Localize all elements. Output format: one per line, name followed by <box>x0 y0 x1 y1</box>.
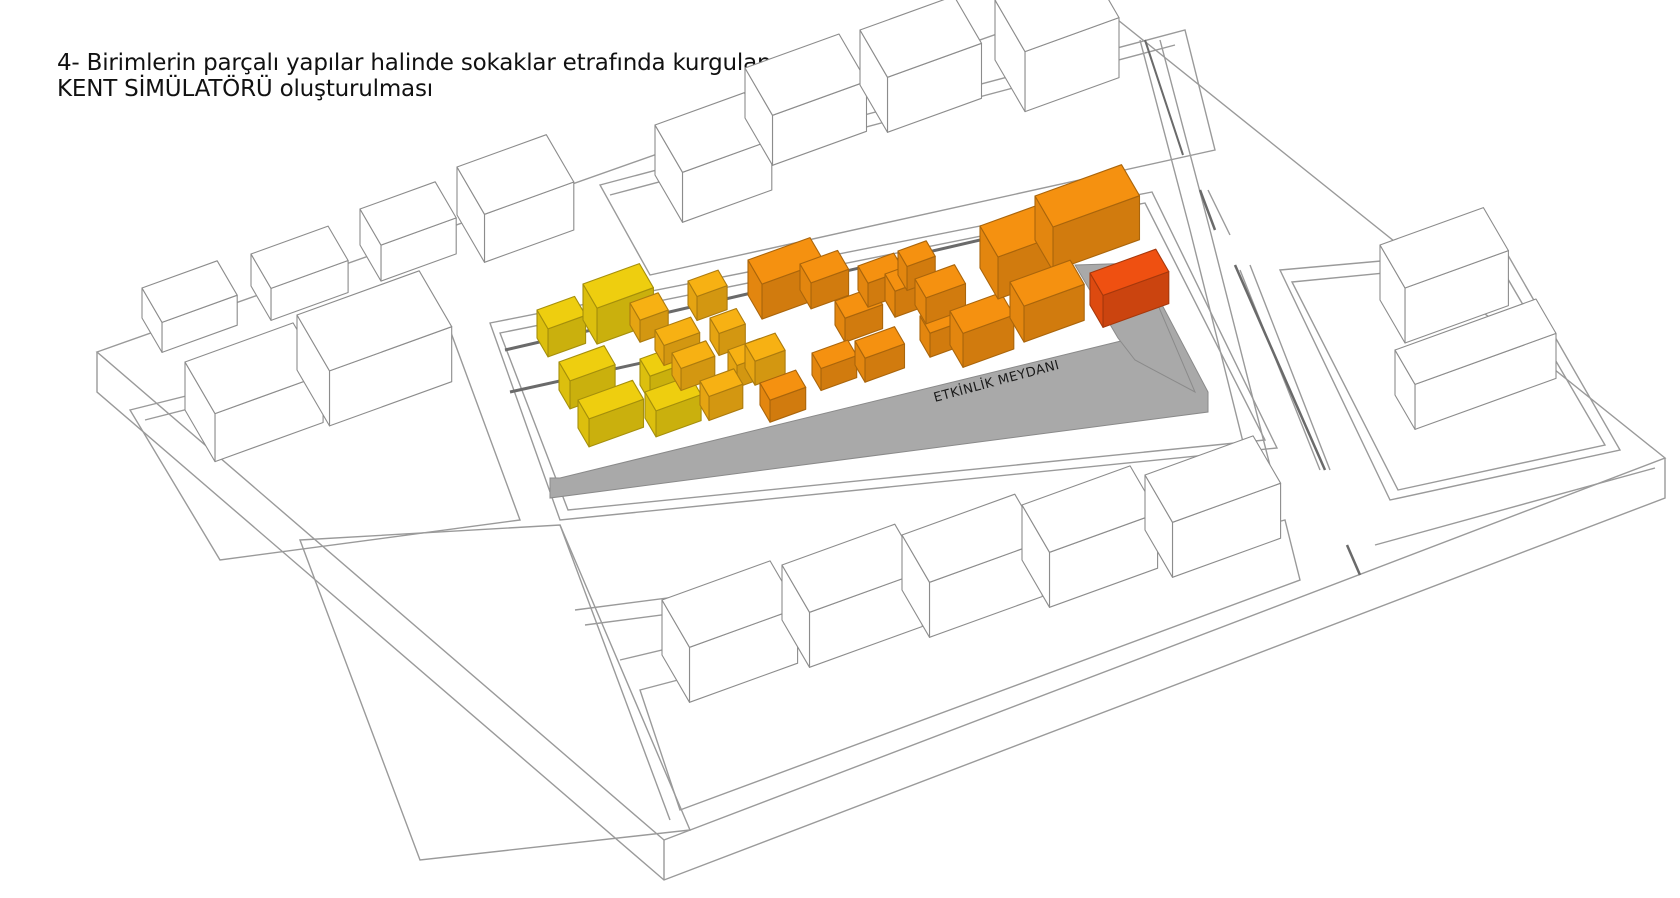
building-4 <box>456 134 575 263</box>
unit-4 <box>577 379 645 448</box>
building-17 <box>1144 435 1282 578</box>
building-1 <box>141 260 238 353</box>
unit-29 <box>1009 259 1085 343</box>
diagram-caption: 4- Birimlerin parçalı yapılar halinde so… <box>57 50 822 102</box>
unit-19 <box>811 339 858 392</box>
building-13 <box>661 560 799 703</box>
building-5 <box>654 92 773 223</box>
unit-25 <box>914 264 967 325</box>
building-8 <box>994 0 1120 113</box>
building-3 <box>359 181 457 282</box>
unit-28 <box>1034 164 1141 272</box>
simulator-units <box>536 164 1170 448</box>
surrounding-buildings <box>141 0 1557 703</box>
unit-20 <box>854 326 906 383</box>
building-7 <box>859 0 983 133</box>
building-10 <box>296 270 453 427</box>
unit-15 <box>759 369 807 423</box>
building-16 <box>1021 465 1159 608</box>
building-6 <box>744 33 868 166</box>
caption-line-2: KENT SİMÜLATÖRÜ oluşturulması <box>57 76 433 102</box>
building-9 <box>184 322 324 463</box>
unit-10 <box>687 269 728 322</box>
building-2 <box>250 225 349 321</box>
unit-26 <box>949 292 1015 368</box>
building-12 <box>1394 298 1557 430</box>
unit-30 <box>1089 248 1170 328</box>
unit-17 <box>799 249 850 310</box>
unit-3 <box>558 345 616 410</box>
building-11 <box>1379 207 1509 344</box>
caption-line-1: 4- Birimlerin parçalı yapılar halinde so… <box>57 50 822 76</box>
unit-13 <box>699 368 744 422</box>
